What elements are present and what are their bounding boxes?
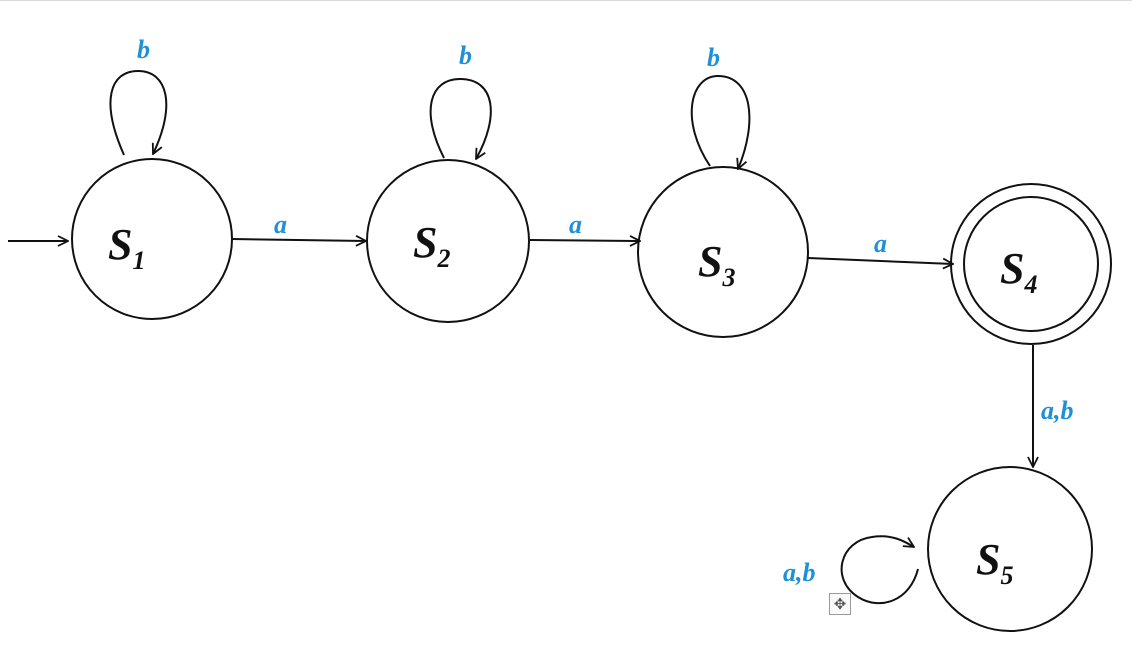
self-loop-s5 xyxy=(840,535,919,605)
state-s4-label: S4 xyxy=(1000,244,1037,299)
edge-s3-s4 xyxy=(807,257,953,264)
loop-s5-label: a,b xyxy=(783,558,816,587)
edge-s4-s5-label: a,b xyxy=(1041,396,1074,425)
state-s3-label: S3 xyxy=(698,237,735,292)
move-icon[interactable]: ✥ xyxy=(829,593,851,615)
self-loop-s2 xyxy=(429,77,492,159)
state-s5-circle[interactable] xyxy=(927,466,1093,632)
state-s5-label: S5 xyxy=(976,535,1013,590)
loop-s2-label: b xyxy=(459,41,472,70)
state-s4-inner-circle xyxy=(963,196,1099,332)
state-s1-label: S1 xyxy=(108,220,145,275)
edge-s1-s2 xyxy=(231,239,366,241)
state-s3-circle[interactable] xyxy=(637,166,809,338)
edge-s1-s2-label: a xyxy=(274,210,287,239)
state-s4-outer-circle[interactable] xyxy=(950,183,1112,345)
state-s2-label: S2 xyxy=(413,218,450,273)
self-loop-s3 xyxy=(690,74,751,169)
state-s1-circle[interactable] xyxy=(71,158,233,320)
loop-s3-label: b xyxy=(707,43,720,72)
edge-s2-s3-label: a xyxy=(569,210,582,239)
state-s2-circle[interactable] xyxy=(366,159,530,323)
self-loop-s1 xyxy=(109,69,168,155)
edge-s2-s3 xyxy=(529,240,640,241)
edge-s3-s4-label: a xyxy=(874,229,887,258)
loop-s1-label: b xyxy=(137,35,150,64)
